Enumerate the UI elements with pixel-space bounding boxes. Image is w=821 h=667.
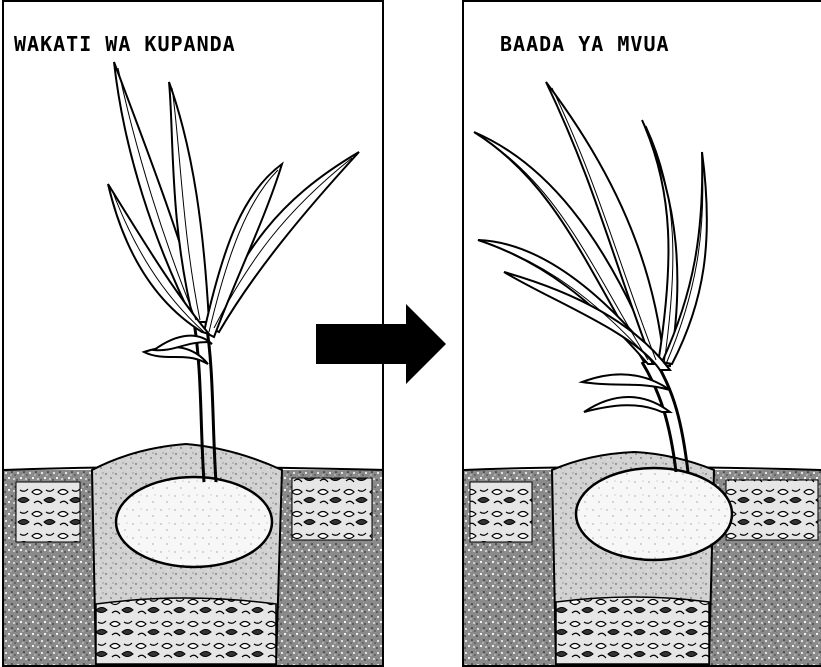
planting-time-caption: WAKATI WA KUPANDA [14, 32, 236, 56]
after-rain-caption: BAADA YA MVUA [500, 32, 670, 56]
right-arrow-icon [316, 304, 446, 384]
after-rain-panel: BAADA YA MVUA [462, 0, 821, 667]
after-rain-illustration [464, 2, 821, 667]
